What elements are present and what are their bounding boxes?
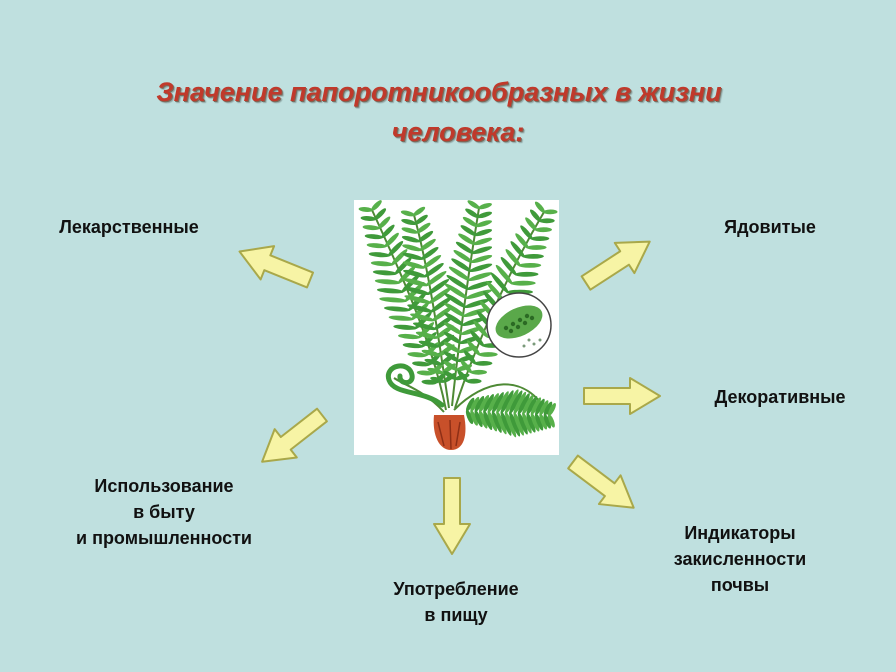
fern-leaflet (402, 251, 424, 261)
fern-leaflet (401, 226, 419, 235)
fern-leaflet (523, 254, 544, 259)
fern-leaflet (472, 236, 492, 246)
fern-leaflet (358, 207, 373, 213)
arrow-to-poisonous (576, 227, 659, 299)
fern-leaflet (466, 379, 481, 384)
fern-leaflet (384, 306, 411, 313)
arrow-to-household (251, 401, 333, 476)
fern-leaflet (362, 225, 379, 231)
fern-leaflet (510, 281, 535, 286)
label-indicators-line-3: почвы (650, 572, 830, 598)
fern-illustration (354, 200, 559, 455)
fern-leaflet (467, 271, 493, 283)
fern-leaflet (398, 333, 421, 340)
fern-leaflet (401, 235, 420, 244)
fern-leaflet (369, 251, 391, 258)
fern-leaflet (527, 245, 547, 250)
fern-leaflet (393, 324, 417, 331)
fern-leaflet (379, 296, 407, 303)
label-indicators-line-1: Индикаторы (650, 520, 830, 546)
arrow-to-medicinal (233, 235, 317, 297)
fern-leaflet (514, 272, 538, 277)
label-decorative-text: Декоративные (690, 384, 870, 410)
fern-leaflet (388, 315, 413, 322)
fern-leaflet (375, 278, 401, 285)
label-medicinal-text: Лекарственные (40, 214, 218, 240)
fern-leaflet (535, 227, 552, 232)
label-household-line-3: и промышленности (50, 525, 278, 551)
fern-leaflet (474, 361, 492, 366)
fern-leaflet (470, 253, 493, 264)
fern-leaflet (519, 263, 542, 268)
label-poisonous: Ядовитые (700, 214, 840, 240)
title-line-2: человека: (0, 112, 896, 152)
label-household-line-1: Использование (50, 473, 278, 499)
fern-leaflet (400, 209, 415, 217)
label-food-line-1: Употребление (366, 576, 546, 602)
arrow-to-decorative (584, 378, 660, 414)
fern-leaflet (365, 233, 384, 239)
fern-leaflet (373, 269, 397, 276)
label-household: Использование в быту и промышленности (50, 473, 278, 551)
label-food-line-2: в пищу (366, 602, 546, 628)
arrow-to-indicators (562, 448, 644, 522)
label-indicators-line-2: закисленности (650, 546, 830, 572)
label-indicators: Индикаторы закисленности почвы (650, 520, 830, 598)
fern-leaflet (371, 260, 394, 267)
fern-leaflet (543, 209, 557, 214)
title-line-1: Значение папоротникообразных в жизни (0, 72, 896, 112)
arrow-to-food (434, 478, 470, 554)
fern-leaflet (377, 287, 404, 294)
fern-leaflet (471, 245, 493, 256)
fern-leaflet (478, 352, 497, 357)
label-poisonous-text: Ядовитые (700, 214, 840, 240)
label-decorative: Декоративные (690, 384, 870, 410)
label-medicinal: Лекарственные (40, 214, 218, 240)
label-household-line-2: в быту (50, 499, 278, 525)
fern-leaflet (478, 202, 493, 211)
label-food: Употребление в пищу (366, 576, 546, 628)
fern-icon (354, 200, 559, 455)
fern-leaflet (367, 242, 387, 248)
fern-leaflet (470, 370, 487, 375)
fern-leaflet (531, 236, 549, 241)
page-title: Значение папоротникообразных в жизни чел… (0, 72, 896, 152)
fern-leaflet (469, 262, 493, 274)
fern-leaflet (539, 218, 555, 223)
